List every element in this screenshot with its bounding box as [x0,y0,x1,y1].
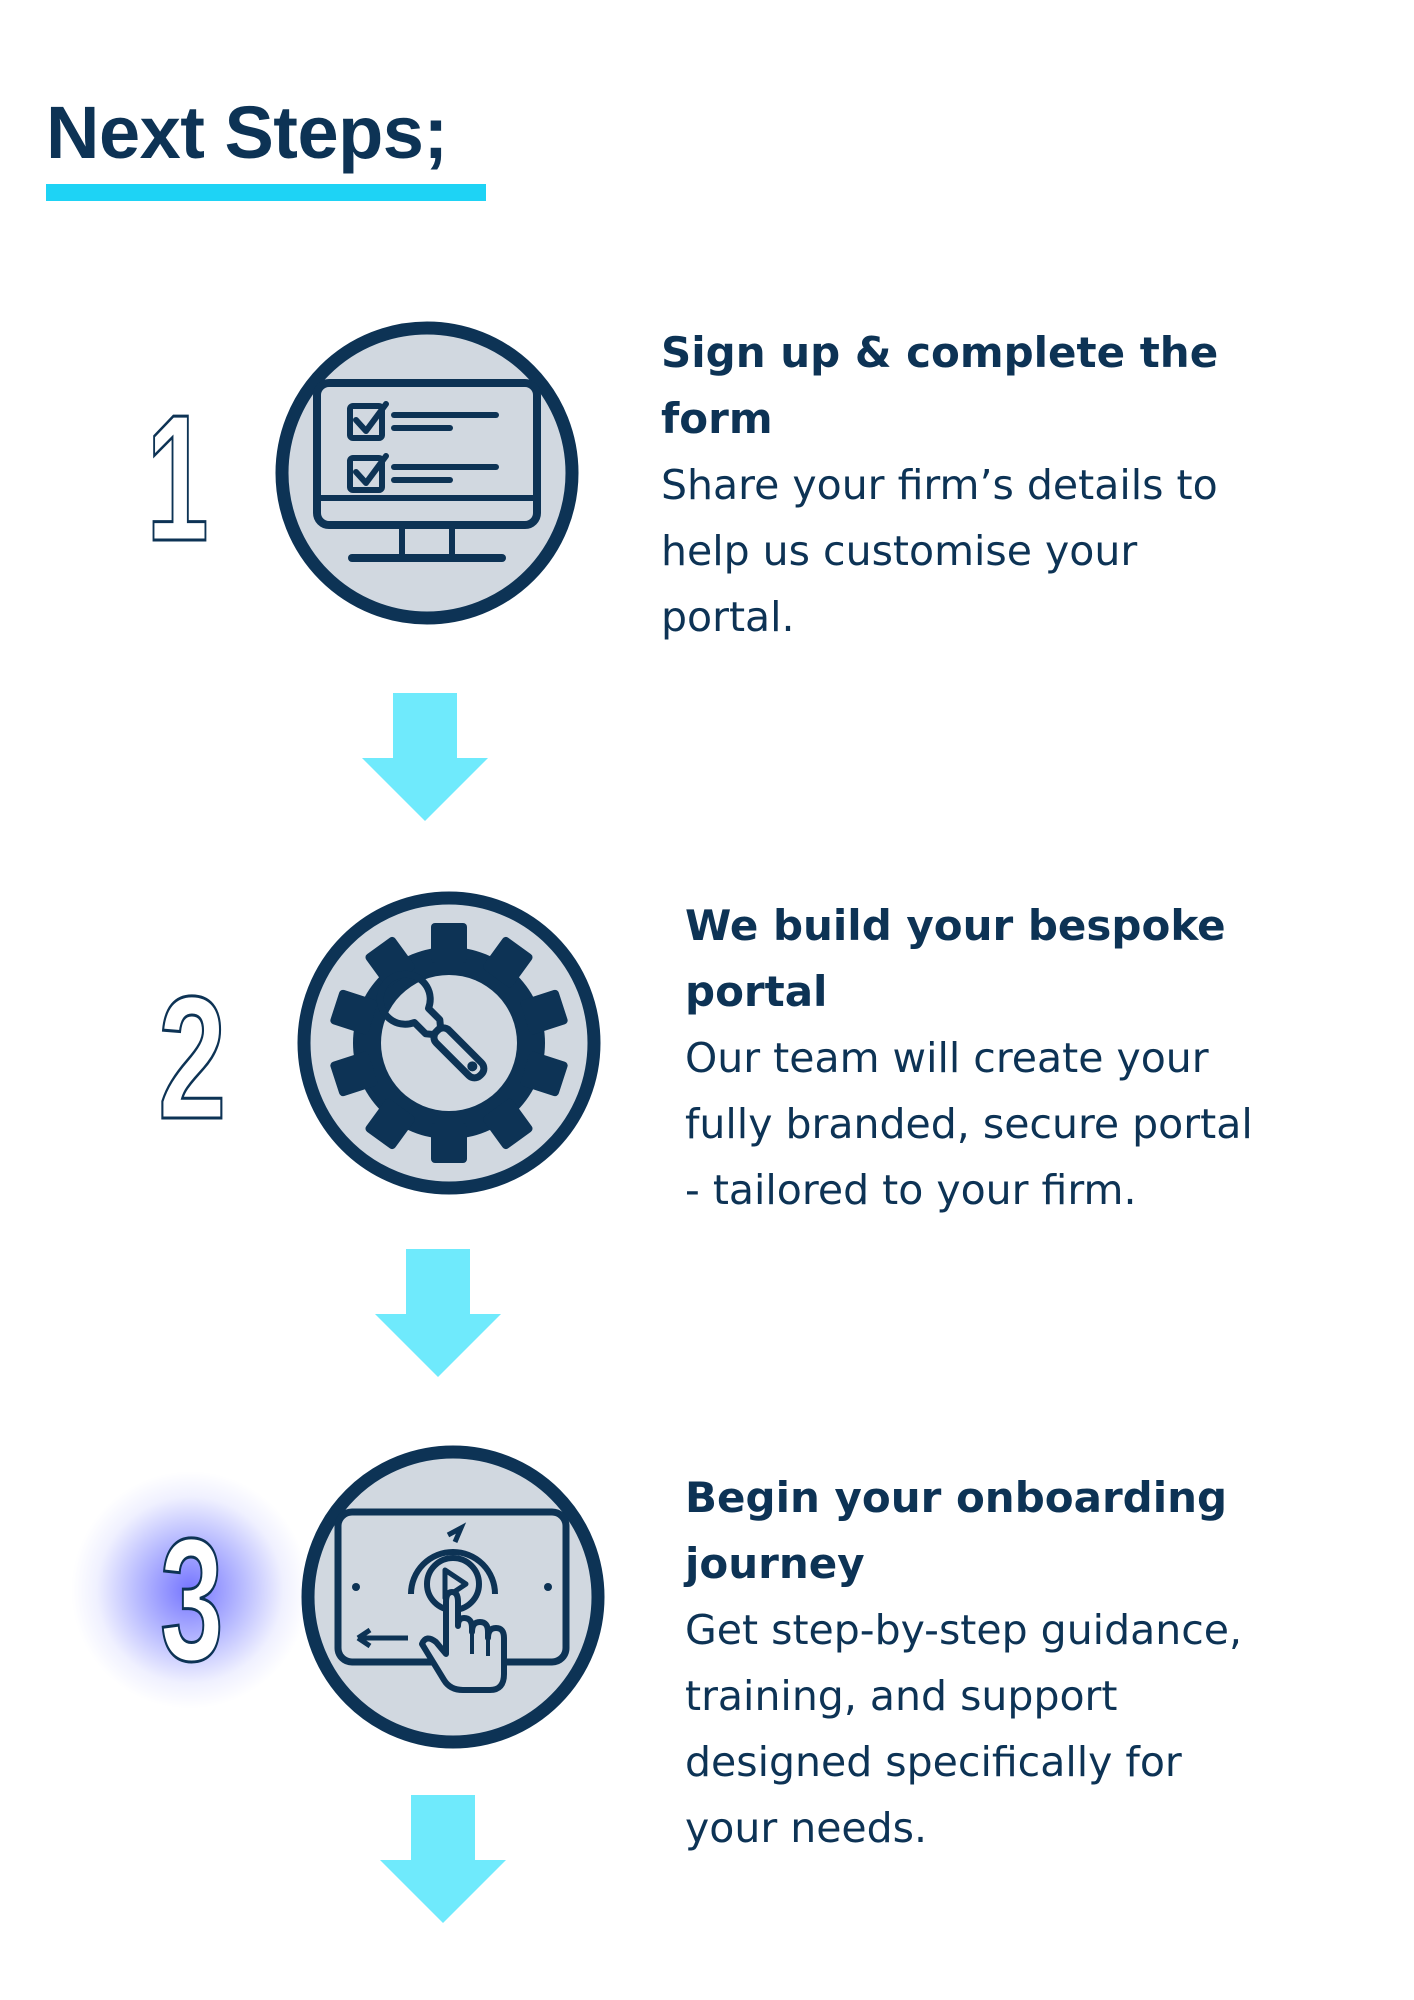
step-3-text: Begin your onboarding journey Get step-b… [685,1465,1335,1861]
down-arrow-icon [380,1795,506,1923]
step-number-3: 3 [159,1505,225,1675]
svg-text:2: 2 [158,968,226,1138]
svg-text:3: 3 [160,1505,223,1675]
title-underline [46,184,486,201]
step-2-body: Our team will create your fully branded,… [685,1034,1253,1214]
step-number-1: 1 [145,390,209,560]
step-2-heading: We build your bespoke portal [685,901,1226,1016]
down-arrow-icon [375,1249,501,1377]
number-glow [70,1470,310,1710]
svg-text:1: 1 [146,390,208,560]
monitor-checklist-icon [275,321,579,625]
step-1-heading: Sign up & complete the form [661,328,1219,443]
tablet-touch-play-icon [301,1445,605,1749]
gear-wrench-icon [297,891,601,1195]
step-1-text: Sign up & complete the form Share your f… [661,320,1311,650]
step-1-body: Share your firm’s details to help us cus… [661,461,1218,641]
step-number-2: 2 [157,968,228,1138]
page-title: Next Steps; [46,91,448,174]
down-arrow-icon [362,693,488,821]
step-3-body: Get step-by-step guidance, training, and… [685,1606,1243,1852]
step-3-heading: Begin your onboarding journey [685,1473,1228,1588]
step-2-text: We build your bespoke portal Our team wi… [685,893,1335,1223]
